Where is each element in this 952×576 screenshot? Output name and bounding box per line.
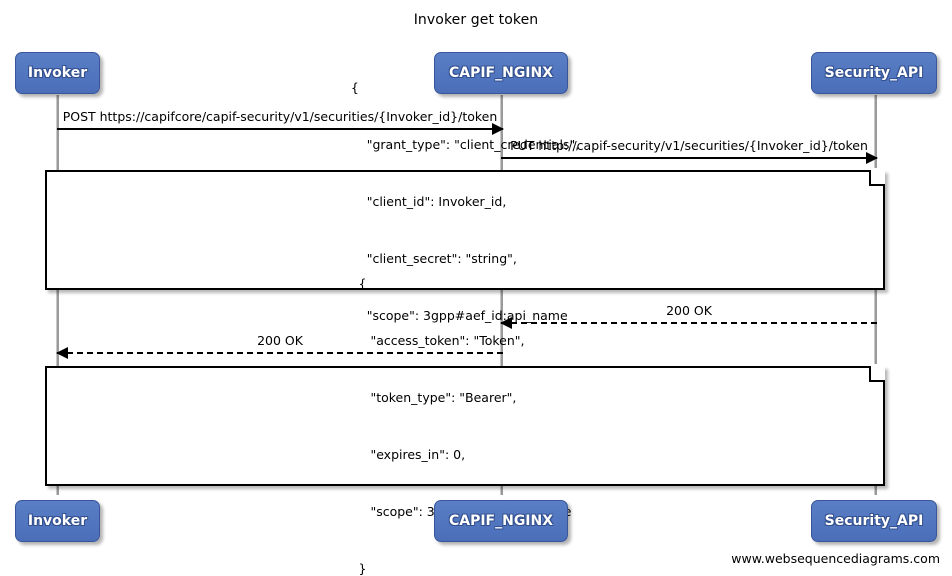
participant-invoker-top[interactable]: Invoker — [15, 52, 100, 94]
note-line: "client_id": Invoker_id, — [350, 194, 507, 209]
page-title: Invoker get token — [413, 12, 539, 28]
arrowhead-right-icon — [492, 123, 504, 135]
lifeline-security-api — [874, 95, 877, 495]
note-request-body: { "grant_type": "client_credentials", "c… — [45, 80, 885, 380]
note-line: "access_token": "Token", — [358, 333, 525, 348]
message-label: 200 OK — [257, 333, 303, 348]
note-request-text: { "grant_type": "client_credentials", "c… — [351, 40, 579, 420]
participant-capif-nginx-bottom[interactable]: CAPIF_NGINX — [434, 500, 568, 542]
participant-security-api-top[interactable]: Security_API — [811, 52, 937, 94]
participant-security-api-top-label: Security_API — [824, 65, 924, 81]
note-fold-corner-icon — [869, 364, 885, 382]
note-line: { — [350, 80, 359, 95]
arrowhead-left-icon — [56, 347, 68, 359]
note-line: "scope": 3gpp#aef_id:api_name — [350, 308, 568, 323]
note-fold-corner-icon — [869, 168, 885, 186]
participant-security-api-bottom-label: Security_API — [824, 513, 924, 529]
participant-capif-nginx-top-label: CAPIF_NGINX — [448, 65, 554, 81]
participant-security-api-bottom[interactable]: Security_API — [811, 500, 937, 542]
message-line — [501, 157, 877, 159]
message-label: PUT http://capif-security/v1/securities/… — [510, 138, 868, 153]
participant-invoker-top-label: Invoker — [27, 65, 88, 81]
note-response-body: { "access_token": "Token", "token_type":… — [45, 276, 885, 576]
watermark: www.websequencediagrams.com — [731, 551, 940, 566]
note-line: { — [358, 276, 367, 291]
message-label: 200 OK — [666, 303, 712, 318]
note-line: "client_secret": "string", — [350, 251, 517, 266]
arrowhead-right-icon — [866, 152, 878, 164]
note-line: "expires_in": 0, — [358, 447, 466, 462]
message-line — [501, 322, 877, 324]
arrowhead-left-icon — [500, 317, 512, 329]
message-line — [57, 128, 503, 130]
participant-invoker-bottom-label: Invoker — [27, 513, 88, 529]
note-line: } — [358, 561, 367, 576]
participant-invoker-bottom[interactable]: Invoker — [15, 500, 100, 542]
message-line — [57, 352, 503, 354]
message-label: POST https://capifcore/capif-security/v1… — [62, 109, 498, 124]
participant-capif-nginx-top[interactable]: CAPIF_NGINX — [434, 52, 568, 94]
note-line: "grant_type": "client_credentials", — [350, 137, 580, 152]
note-line: "token_type": "Bearer", — [358, 390, 517, 405]
lifeline-invoker — [56, 95, 59, 495]
participant-capif-nginx-bottom-label: CAPIF_NGINX — [448, 513, 554, 529]
lifeline-capif-nginx — [500, 95, 503, 495]
